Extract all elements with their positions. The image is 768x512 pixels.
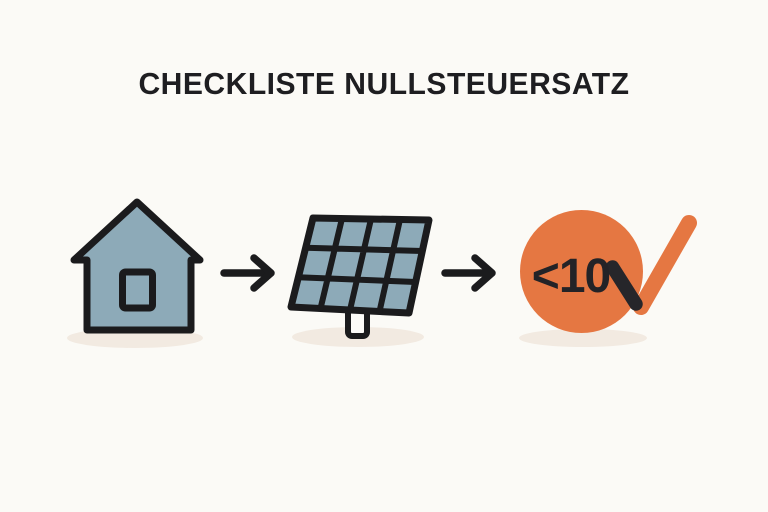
solar-panel-icon [287, 214, 433, 347]
solar-panel-grid [295, 215, 426, 315]
arrow-head [250, 254, 275, 292]
house-body [70, 198, 204, 334]
house-icon [67, 198, 204, 348]
checkmark-long-stroke [633, 215, 697, 315]
arrow-head [471, 254, 496, 292]
page-title: CHECKLISTE NULLSTEUERSATZ [138, 66, 630, 101]
house-window [119, 268, 156, 312]
arrow-right-icon [441, 254, 496, 292]
check-badge-icon: <10 [519, 210, 697, 347]
badge-circle [520, 210, 643, 333]
arrow-right-icon [220, 254, 275, 292]
checkmark-short-stroke [605, 260, 643, 311]
badge-shadow [519, 329, 647, 347]
badge-value: <10 [532, 250, 610, 303]
